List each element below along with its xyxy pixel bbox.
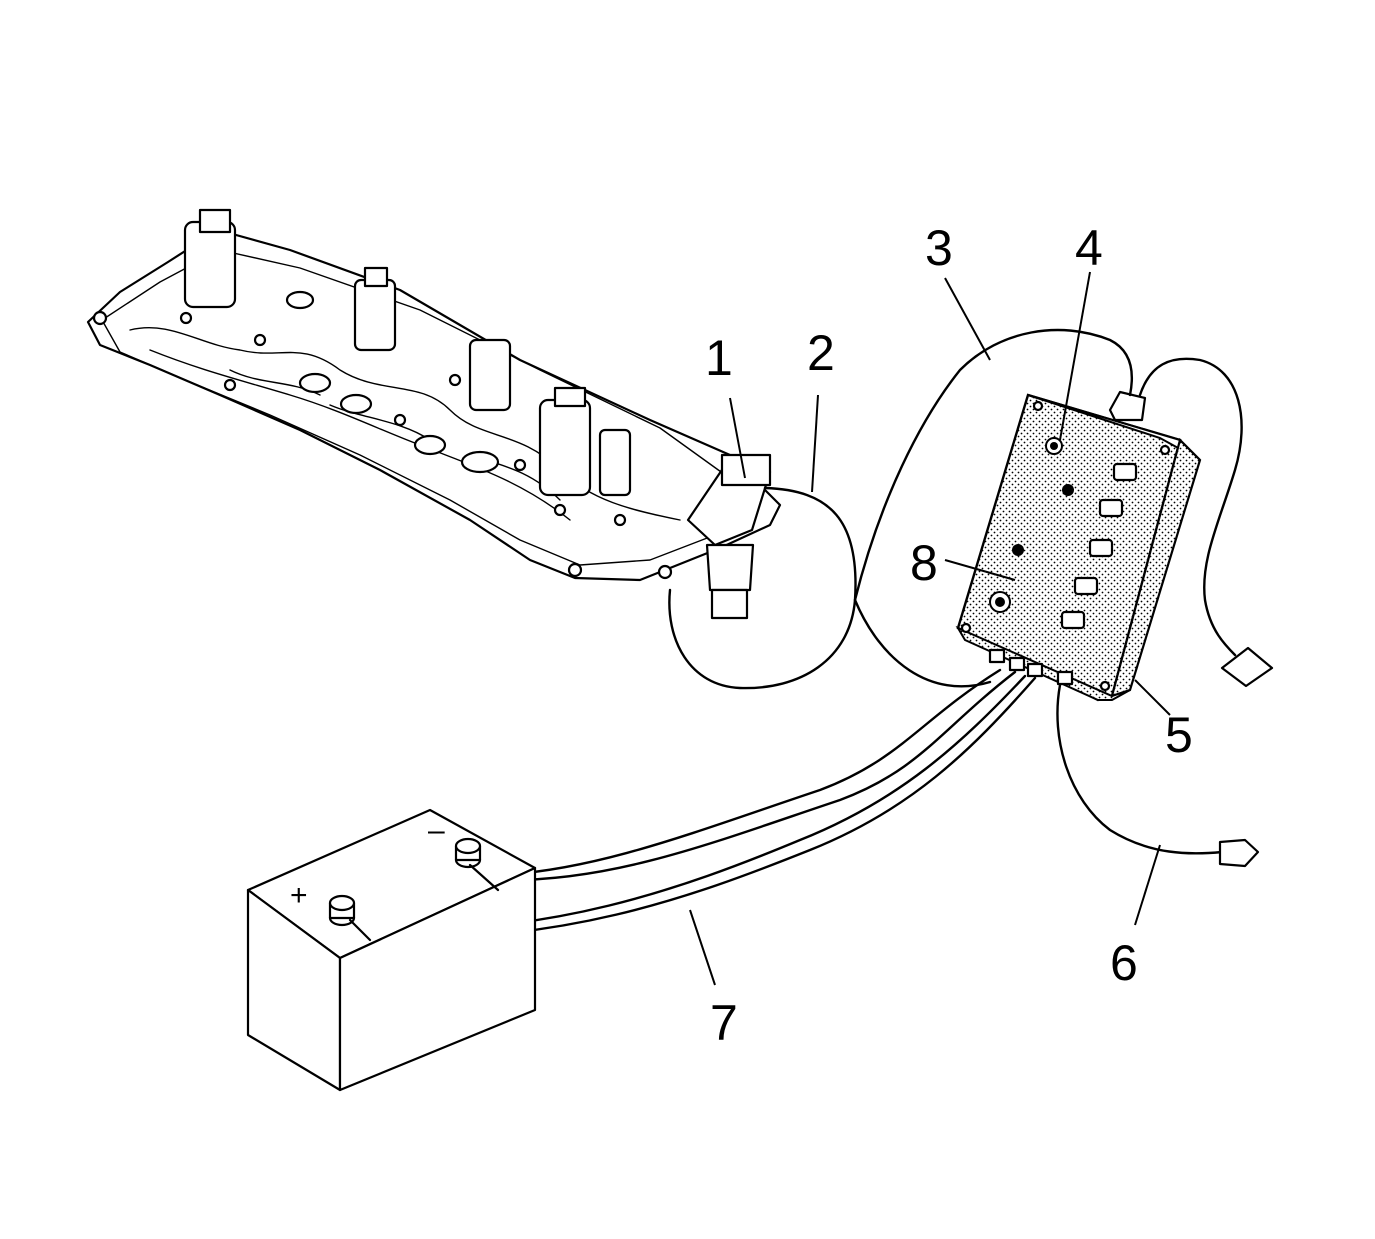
- callouts: 1 2 3 4 5 6 7 8: [705, 220, 1193, 1051]
- callout-4: 4: [1075, 220, 1103, 276]
- callout-2: 2: [807, 325, 835, 381]
- callout-5: 5: [1165, 707, 1193, 763]
- callout-3: 3: [925, 220, 953, 276]
- battery-negative-sign: –: [428, 814, 445, 847]
- battery-positive-sign: +: [290, 879, 308, 912]
- callout-6: 6: [1110, 935, 1138, 991]
- leader-lines: [689, 271, 1171, 986]
- callout-7: 7: [710, 995, 738, 1051]
- valve-body: [86, 208, 782, 620]
- callout-8: 8: [910, 535, 938, 591]
- tester-box: [955, 390, 1202, 702]
- battery: – +: [246, 808, 537, 1092]
- wires: [368, 328, 1274, 940]
- callout-1: 1: [705, 330, 733, 386]
